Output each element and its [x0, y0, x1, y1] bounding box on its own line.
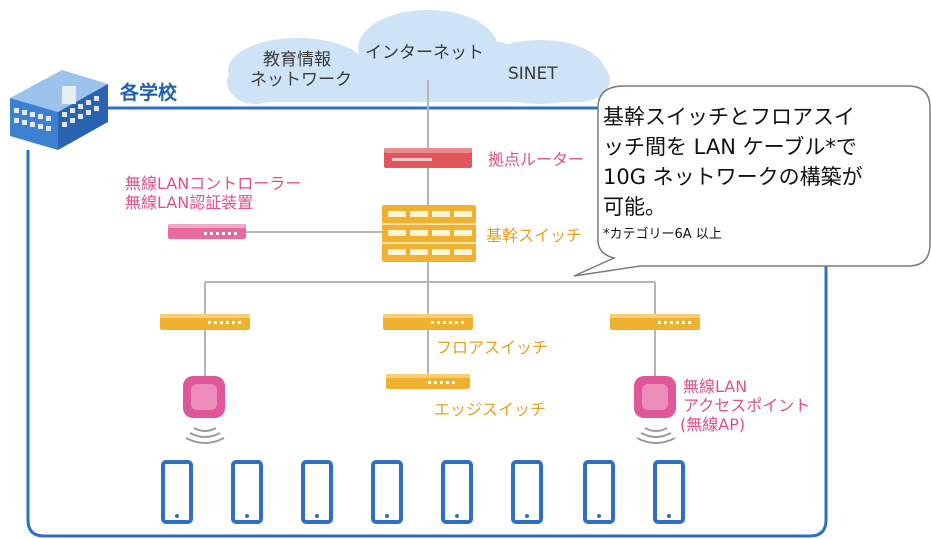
tablet-icon: [371, 460, 403, 524]
callout-line-3: 10G ネットワークの構築が: [603, 165, 863, 189]
access-point-label-3: (無線AP): [680, 415, 746, 434]
callout-line-1: 基幹スイッチとフロアスイ: [603, 105, 855, 129]
edge-switch-label: エッジスイッチ: [434, 400, 547, 419]
tablet-icon: [441, 460, 473, 524]
cloud-label-education-network-1: 教育情報: [263, 50, 331, 70]
tablet-icon: [161, 460, 193, 524]
controller-label-2: 無線LAN認証装置: [125, 193, 254, 212]
core-switch-icon: [382, 205, 476, 262]
wireless-controller-icon: [168, 224, 246, 239]
tablet-icon: [653, 460, 685, 524]
tablet-icon: [583, 460, 615, 524]
tablet-icons: [161, 460, 685, 524]
school-building-icon: [10, 70, 108, 150]
floor-switch-center-icon: [383, 314, 473, 330]
access-point-label-2: アクセスポイント: [683, 396, 811, 415]
callout-bubble: [573, 85, 931, 277]
cloud-label-education-network-2: ネットワーク: [250, 70, 352, 90]
base-router-label: 拠点ルーター: [488, 150, 585, 169]
callout-footnote: *カテゴリー6A 以上: [603, 227, 722, 242]
access-point-label-1: 無線LAN: [683, 377, 748, 396]
connection-lines: [204, 80, 656, 376]
core-switch-label: 基幹スイッチ: [486, 226, 583, 245]
access-point-left-icon: [183, 376, 225, 444]
edge-switch-icon: [386, 374, 470, 389]
controller-label-1: 無線LANコントローラー: [125, 174, 302, 193]
callout-line-2: ッチ間を LAN ケーブル*で: [603, 135, 857, 159]
floor-switch-label: フロアスイッチ: [436, 338, 549, 357]
base-router-icon: [384, 148, 472, 168]
tablet-icon: [511, 460, 543, 524]
cloud-label-internet: インターネット: [365, 43, 484, 63]
callout-line-4: 可能。: [603, 195, 666, 219]
floor-switch-left-icon: [160, 314, 250, 330]
internet-cloud: [227, 10, 610, 104]
tablet-icon: [231, 460, 263, 524]
callout-text: 基幹スイッチとフロアスイ ッチ間を LAN ケーブル*で 10G ネットワークの…: [603, 102, 931, 244]
cloud-label-sinet: SINET: [508, 64, 558, 84]
tablet-icon: [301, 460, 333, 524]
access-point-right-icon: [634, 376, 676, 444]
floor-switch-right-icon: [610, 314, 700, 330]
school-label: 各学校: [120, 82, 178, 104]
